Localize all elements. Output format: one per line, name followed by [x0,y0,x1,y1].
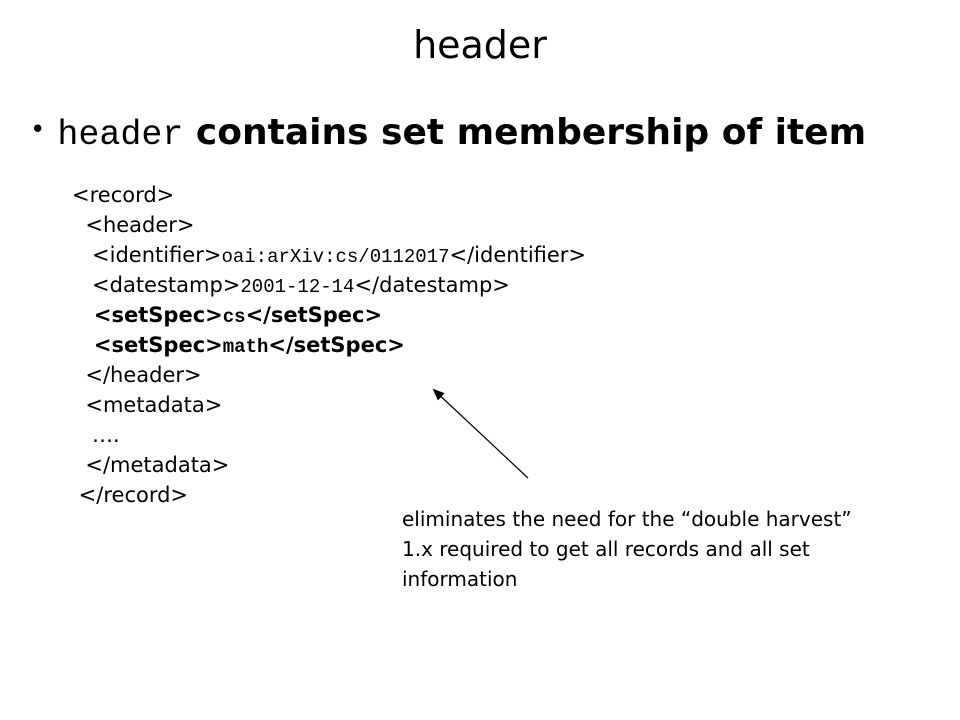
code-token: 2001-12-14 [240,276,355,298]
code-token: </record> [72,483,189,507]
code-token: <record> [72,183,175,207]
annotation-note: eliminates the need for the “double harv… [402,507,852,591]
bullet-code-word: header [57,115,184,155]
code-line: <record> [72,180,586,210]
code-token: </setSpec> [268,333,405,357]
bullet-dot-icon: • [30,115,46,145]
code-token: </setSpec> [245,303,383,327]
code-token: <setSpec> [72,303,223,327]
code-line: <header> [72,210,586,240]
code-token: <identifier> [72,243,222,267]
code-token: </header> [72,363,202,387]
code-line: …. [72,420,586,450]
code-token: <setSpec> [72,333,223,357]
code-token: </metadata> [72,453,230,477]
code-token: <metadata> [72,393,223,417]
code-token: oai:arXiv:cs/0112017 [221,246,450,268]
bullet-point: • header contains set membership of item [30,104,866,161]
code-line: <setSpec>cs</setSpec> [72,300,586,330]
bullet-text: contains set membership of item [183,112,867,153]
code-token: </datestamp> [354,273,510,297]
code-line: <setSpec>math</setSpec> [72,330,586,360]
code-token: …. [72,423,120,447]
code-line: </metadata> [72,450,586,480]
code-line: <metadata> [72,390,586,420]
code-line: </header> [72,360,586,390]
code-token: cs [222,306,246,328]
slide-title: header [413,23,547,67]
xml-code-block: <record> <header> <identifier>oai:arXiv:… [72,180,586,510]
code-token: math [222,336,269,358]
code-line: <identifier>oai:arXiv:cs/0112017</identi… [72,240,586,270]
code-token: <header> [72,213,195,237]
code-line: </record> [72,480,586,510]
code-line: <datestamp>2001-12-14</datestamp> [72,270,586,300]
code-token: <datestamp> [72,273,241,297]
code-token: </identifier> [449,243,587,267]
